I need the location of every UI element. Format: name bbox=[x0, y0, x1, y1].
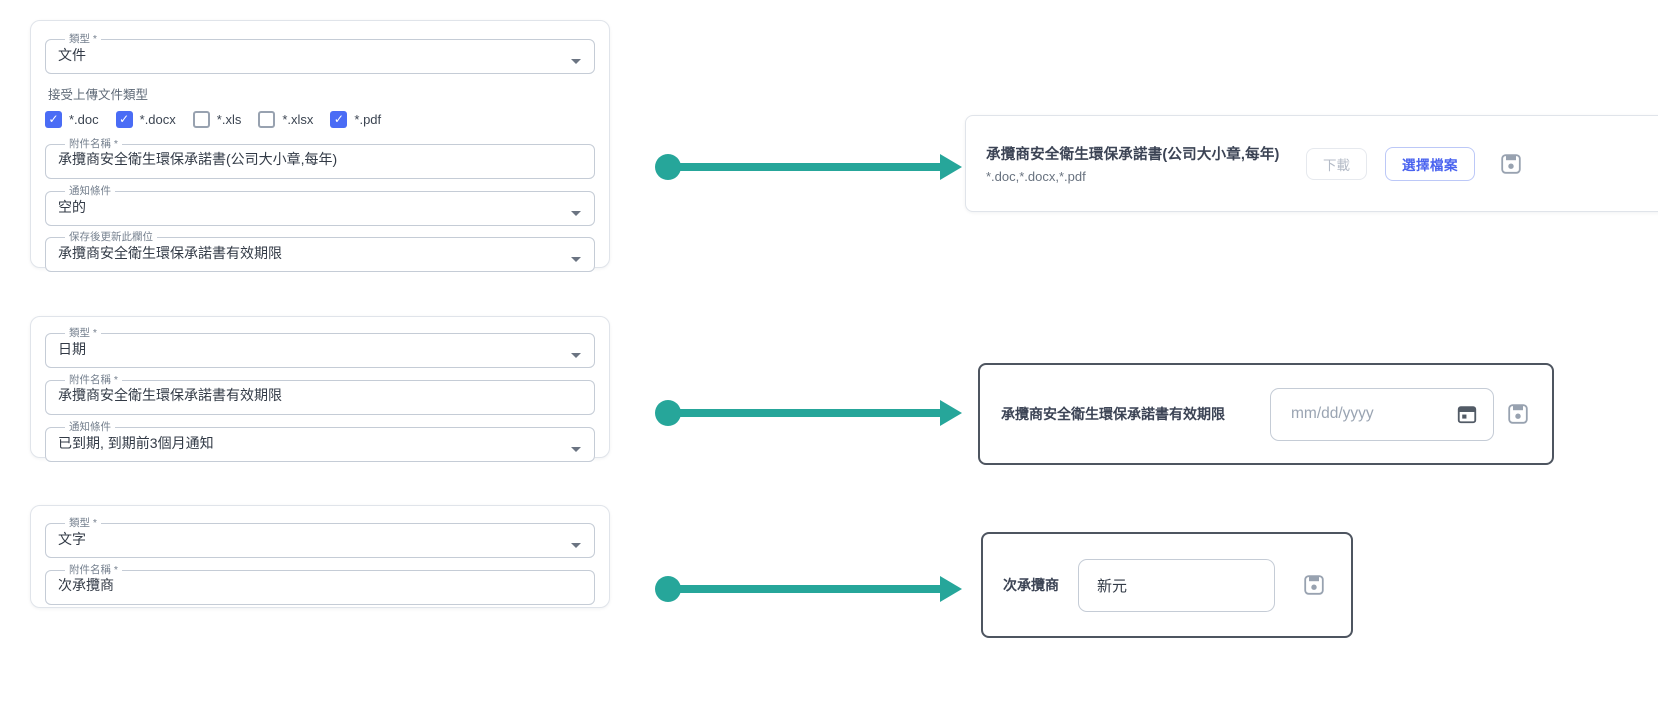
attachment-name-label: 附件名稱 * bbox=[69, 374, 119, 386]
date-field-preview-card: 承攬商安全衛生環保承諾書有效期限 bbox=[978, 363, 1554, 465]
checkbox-label: *.pdf bbox=[354, 111, 382, 127]
text-preview-label: 次承攬商 bbox=[1003, 577, 1059, 593]
update-after-save-value: 承攬商安全衛生環保承諾書有效期限 bbox=[58, 244, 282, 261]
checkbox-label: *.doc bbox=[69, 111, 99, 127]
notify-condition-select[interactable]: 通知條件 空的 bbox=[45, 186, 595, 226]
arrow-shaft bbox=[668, 585, 942, 593]
update-after-save-label: 保存後更新此欄位 bbox=[69, 231, 153, 243]
date-input[interactable] bbox=[1291, 405, 1411, 423]
attachment-name-input[interactable] bbox=[58, 576, 582, 593]
notify-condition-label: 通知條件 bbox=[69, 421, 111, 433]
filetype-checkbox-pdf[interactable]: ✓ *.pdf bbox=[330, 110, 382, 128]
choose-file-button[interactable]: 選擇檔案 bbox=[1385, 146, 1475, 181]
upload-types-caption: 接受上傳文件類型 bbox=[48, 88, 149, 102]
field-editor-card-text: 類型 * 文字 附件名稱 * bbox=[30, 505, 610, 608]
type-select-value: 日期 bbox=[58, 340, 86, 357]
download-button[interactable]: 下載 bbox=[1306, 147, 1367, 180]
notify-condition-select[interactable]: 通知條件 已到期, 到期前3個月通知 bbox=[45, 422, 595, 462]
arrow-shaft bbox=[668, 409, 942, 417]
arrow-head-icon bbox=[940, 576, 962, 602]
checkbox-icon[interactable] bbox=[258, 110, 276, 128]
type-select[interactable]: 類型 * 文字 bbox=[45, 518, 595, 558]
checkbox-icon[interactable]: ✓ bbox=[115, 110, 133, 128]
chevron-down-icon bbox=[571, 542, 581, 548]
file-upload-preview-card: 承攬商安全衛生環保承諾書(公司大小章,每年) *.doc,*.docx,*.pd… bbox=[965, 115, 1658, 212]
file-preview-text: 承攬商安全衛生環保承諾書(公司大小章,每年) *.doc,*.docx,*.pd… bbox=[986, 143, 1306, 184]
attachment-name-field: 附件名稱 * bbox=[45, 375, 595, 415]
checkbox-icon[interactable]: ✓ bbox=[45, 110, 62, 128]
text-input[interactable] bbox=[1097, 576, 1256, 594]
chevron-down-icon bbox=[571, 210, 581, 216]
file-preview-accepted-types: *.doc,*.docx,*.pdf bbox=[986, 169, 1086, 184]
attachment-name-field: 附件名稱 * bbox=[45, 139, 595, 179]
arrow-head-icon bbox=[940, 400, 962, 426]
mapping-arrow bbox=[655, 400, 962, 426]
chevron-down-icon bbox=[571, 446, 581, 452]
filetype-checkbox-xls[interactable]: *.xls bbox=[192, 110, 242, 128]
mapping-arrow bbox=[655, 576, 962, 602]
notify-condition-value: 已到期, 到期前3個月通知 bbox=[58, 434, 214, 451]
attachment-name-input[interactable] bbox=[58, 150, 582, 167]
filetype-checkbox-doc[interactable]: ✓ *.doc bbox=[45, 110, 99, 128]
save-icon[interactable] bbox=[1499, 152, 1523, 176]
save-icon[interactable] bbox=[1506, 402, 1530, 426]
type-select[interactable]: 類型 * 文件 bbox=[45, 34, 595, 74]
notify-condition-label: 通知條件 bbox=[69, 185, 111, 197]
save-icon[interactable] bbox=[1302, 573, 1326, 597]
arrow-head-icon bbox=[940, 154, 962, 180]
calendar-icon[interactable] bbox=[1456, 403, 1478, 425]
checkbox-label: *.xls bbox=[216, 111, 242, 127]
text-input-field[interactable] bbox=[1078, 558, 1275, 612]
notify-condition-value: 空的 bbox=[58, 198, 86, 215]
arrow-shaft bbox=[668, 163, 942, 171]
attachment-name-label: 附件名稱 * bbox=[69, 138, 119, 150]
checkbox-icon[interactable] bbox=[192, 110, 210, 128]
attachment-name-label: 附件名稱 * bbox=[69, 564, 119, 576]
type-select-label: 類型 * bbox=[69, 327, 98, 339]
text-field-preview-card: 次承攬商 bbox=[981, 532, 1353, 638]
chevron-down-icon bbox=[571, 256, 581, 262]
update-after-save-select[interactable]: 保存後更新此欄位 承攬商安全衛生環保承諾書有效期限 bbox=[45, 232, 595, 272]
attachment-name-field: 附件名稱 * bbox=[45, 565, 595, 605]
filetype-checkbox-xlsx[interactable]: *.xlsx bbox=[258, 110, 314, 128]
date-preview-label: 承攬商安全衛生環保承諾書有效期限 bbox=[1001, 406, 1225, 422]
attachment-name-input[interactable] bbox=[58, 386, 582, 403]
file-preview-title: 承攬商安全衛生環保承諾書(公司大小章,每年) bbox=[986, 147, 1280, 163]
chevron-down-icon bbox=[571, 58, 581, 64]
checkbox-icon[interactable]: ✓ bbox=[330, 110, 348, 128]
date-input-field[interactable] bbox=[1270, 387, 1494, 441]
field-editor-card-date: 類型 * 日期 附件名稱 * 通知條件 已到期, 到期前3個月通知 bbox=[30, 316, 610, 462]
type-select-value: 文件 bbox=[58, 46, 86, 63]
type-select[interactable]: 類型 * 日期 bbox=[45, 328, 595, 368]
type-select-label: 類型 * bbox=[69, 33, 98, 45]
type-select-value: 文字 bbox=[58, 530, 86, 547]
checkbox-label: *.docx bbox=[139, 111, 176, 127]
filetype-checkbox-row: ✓ *.doc ✓ *.docx *.xls *.xlsx ✓ *.pdf bbox=[45, 110, 595, 128]
field-editor-card-file: 類型 * 文件 接受上傳文件類型 ✓ *.doc ✓ *.docx *.xls … bbox=[30, 20, 610, 272]
type-select-label: 類型 * bbox=[69, 517, 98, 529]
checkbox-label: *.xlsx bbox=[282, 111, 314, 127]
mapping-arrow bbox=[655, 154, 962, 180]
filetype-checkbox-docx[interactable]: ✓ *.docx bbox=[115, 110, 176, 128]
chevron-down-icon bbox=[571, 352, 581, 358]
